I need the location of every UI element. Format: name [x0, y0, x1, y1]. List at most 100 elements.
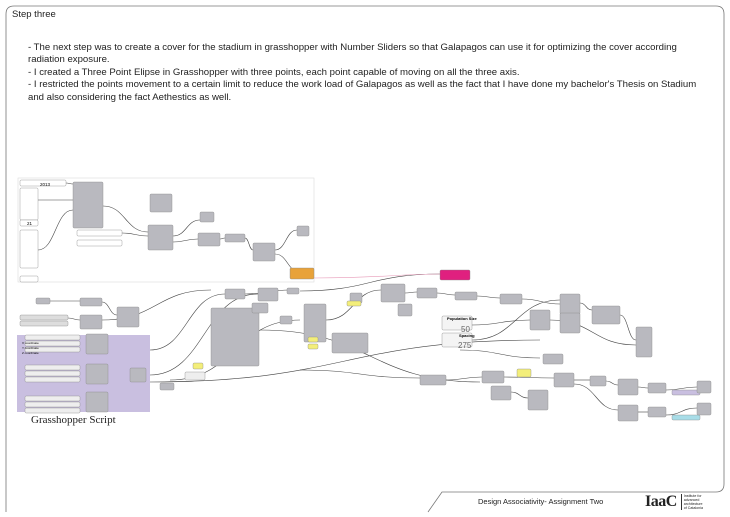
wire — [665, 407, 698, 416]
graph-node — [397, 303, 413, 317]
paragraph: - The next step was to create a cover fo… — [28, 42, 677, 66]
graph-node — [559, 293, 581, 315]
graph-node — [85, 363, 109, 385]
wire — [510, 391, 529, 399]
wire — [637, 386, 649, 389]
graph-node — [116, 306, 140, 328]
hour-value: 21 — [27, 221, 33, 226]
wire — [471, 319, 531, 326]
graph-node — [184, 371, 206, 381]
grasshopper-script-image: 2013 21 Population Size 50 Spacing 275 X… — [17, 177, 712, 422]
graph-node — [416, 287, 438, 299]
graph-node — [303, 303, 327, 343]
graph-node — [252, 242, 276, 262]
wire — [101, 301, 118, 316]
x-coord-label: X coordinate — [22, 341, 39, 345]
graph-node — [24, 401, 81, 408]
caption: Grasshopper Script — [31, 414, 116, 426]
graph-node — [279, 315, 293, 325]
wire — [619, 314, 637, 341]
graph-node — [24, 376, 81, 383]
graph-node — [257, 287, 279, 302]
graph-node — [490, 385, 512, 401]
graph-node — [19, 320, 69, 327]
graph-node — [24, 340, 81, 347]
wire — [471, 299, 561, 341]
wire — [102, 205, 149, 233]
wire — [436, 292, 456, 296]
wire — [476, 295, 501, 299]
graph-node — [19, 179, 67, 187]
graph-node — [24, 370, 81, 377]
graph-node — [696, 402, 712, 416]
wire — [219, 237, 226, 240]
wire — [37, 209, 74, 251]
graph-node — [224, 288, 246, 300]
graph-node — [635, 326, 653, 358]
spacing-value: 275 — [458, 341, 472, 350]
graph-node — [499, 293, 523, 305]
graph-node — [76, 229, 123, 237]
graph-node — [671, 414, 701, 421]
graph-node — [197, 232, 221, 247]
graph-node — [346, 300, 362, 307]
wire — [149, 293, 226, 351]
wire — [67, 317, 81, 321]
population-label: Population Size — [447, 316, 478, 321]
graph-node — [129, 367, 147, 383]
graph-node — [529, 309, 551, 331]
wire — [121, 232, 149, 237]
wire — [579, 302, 593, 311]
graph-node — [79, 314, 103, 330]
footer-title: Design Associativity- Assignment Two — [478, 497, 604, 506]
year-value: 2013 — [40, 182, 51, 187]
graph-node — [441, 315, 473, 331]
wire — [445, 376, 483, 381]
graph-node — [696, 380, 712, 394]
graph-node — [307, 336, 319, 343]
graph-node — [647, 382, 667, 394]
graph-node — [192, 362, 204, 370]
iaac-logo: IaaC Institute for advanced architecture… — [645, 493, 706, 511]
graph-node — [199, 211, 215, 223]
graph-node — [19, 314, 69, 321]
graph-node — [19, 219, 39, 227]
paragraph: - I restricted the points movement to a … — [28, 79, 697, 103]
y-coord-label: Y coordinate — [22, 346, 39, 350]
wire — [503, 376, 555, 379]
graph-node — [72, 181, 104, 229]
graph-node — [553, 372, 575, 388]
wire — [274, 229, 298, 251]
step-label: Step three — [12, 9, 56, 20]
graph-node — [24, 334, 81, 341]
graph-node — [19, 275, 39, 283]
graph-node — [591, 305, 621, 325]
graph-node — [589, 375, 607, 387]
graph-node — [527, 389, 549, 411]
wire — [459, 349, 541, 359]
graph-node — [617, 404, 639, 422]
wire — [299, 369, 421, 379]
paragraph: - I created a Three Point Elipse in Gras… — [28, 66, 520, 78]
graph-node — [542, 353, 564, 365]
graph-node — [441, 332, 473, 348]
graph-node — [439, 269, 471, 281]
graph-node — [19, 187, 39, 221]
z-coord-label: Z coordinate — [22, 351, 39, 355]
wire — [313, 273, 441, 279]
wire — [573, 383, 619, 411]
graph-node — [251, 302, 269, 314]
graph-node — [380, 283, 406, 303]
graph-node — [76, 239, 123, 247]
wire — [665, 386, 698, 391]
wire — [521, 298, 561, 305]
graph-node — [331, 332, 369, 354]
graph-node — [79, 297, 103, 307]
wire — [172, 238, 199, 243]
graph-node — [617, 378, 639, 396]
graph-node — [454, 291, 478, 301]
spacing-label: Spacing — [459, 333, 475, 338]
wire — [605, 380, 619, 386]
wire — [404, 291, 418, 294]
graph-node — [296, 225, 310, 237]
